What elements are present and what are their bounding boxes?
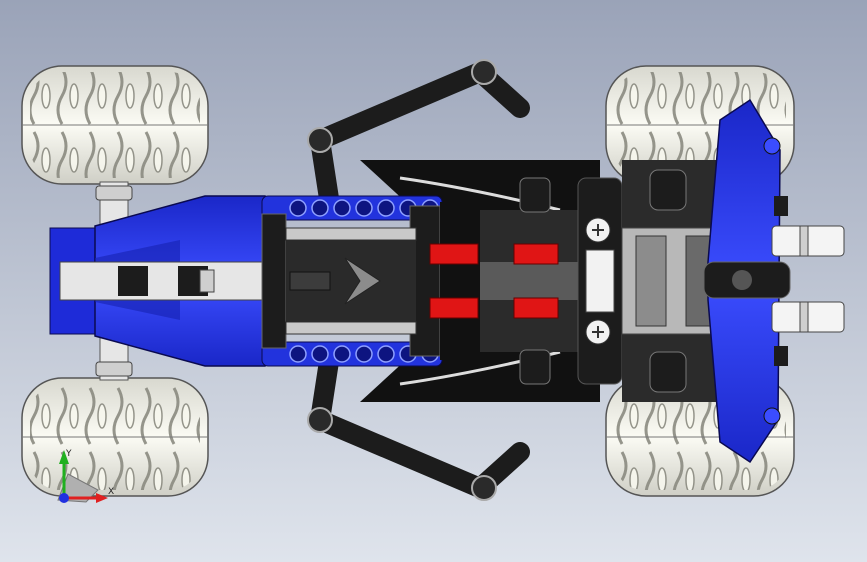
liftarm-hole: [355, 199, 373, 217]
liftarm-hole: [289, 345, 307, 363]
liftarm-holes: [289, 199, 439, 363]
front-lights: [771, 196, 845, 366]
liftarm-hole: [333, 345, 351, 363]
front-structure: [577, 160, 717, 402]
rear-blue-body: [49, 195, 271, 367]
upper-arm: [307, 59, 530, 215]
rear-left-tire: [21, 65, 209, 185]
y-axis-label: Y: [65, 449, 72, 459]
liftarm-hole: [333, 199, 351, 217]
central-chassis: [261, 177, 580, 385]
rear-left-lower-tire: [21, 377, 209, 497]
liftarm-hole: [355, 345, 373, 363]
front-bumper: [703, 98, 791, 464]
liftarm-hole: [311, 199, 329, 217]
liftarm-hole: [289, 199, 307, 217]
coordinate-triad: Y X: [57, 449, 114, 503]
x-axis-label: X: [108, 487, 114, 497]
liftarm-hole: [311, 345, 329, 363]
liftarm-hole: [377, 345, 395, 363]
liftarm-hole: [377, 199, 395, 217]
front-right-lower-tire: [605, 377, 795, 497]
